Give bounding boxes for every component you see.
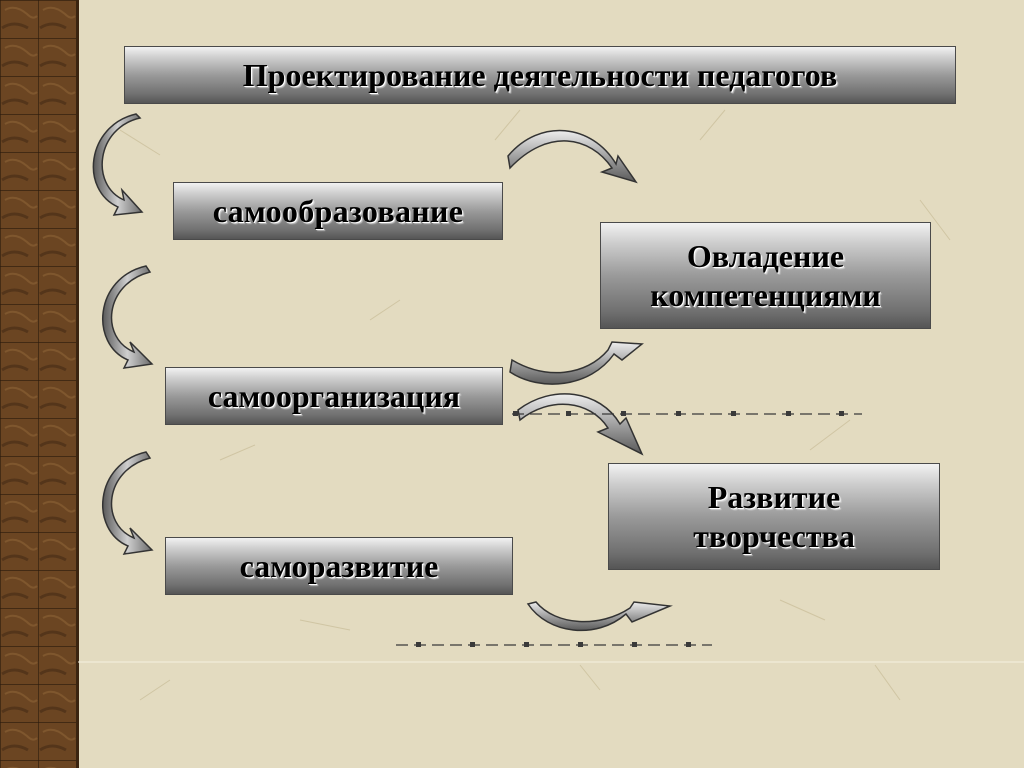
self-development-label: саморазвитие (239, 547, 439, 584)
curved-arrow-icon (517, 393, 644, 456)
curved-arrow-icon (102, 451, 154, 555)
self-education-box: самообразование (173, 182, 503, 240)
title-text: Проектирование деятельности педагогов (242, 56, 838, 93)
left-decorative-strip (0, 0, 78, 768)
curved-arrow-icon (92, 113, 144, 216)
creativity-box: Развитие творчества (608, 463, 940, 570)
creativity-label: Развитие творчества (693, 479, 855, 554)
title-box: Проектирование деятельности педагогов (124, 46, 956, 104)
curved-arrow-icon (509, 341, 644, 385)
dashed-divider (512, 411, 862, 416)
curved-arrow-icon (507, 129, 638, 184)
competencies-box: Овладение компетенциями (600, 222, 931, 329)
dashed-divider (396, 642, 712, 647)
self-education-label: самообразование (212, 192, 464, 229)
self-organization-box: самоорганизация (165, 367, 503, 425)
curved-arrow-icon (526, 601, 673, 632)
curved-arrow-icon (102, 265, 154, 369)
self-organization-label: самоорганизация (207, 377, 461, 414)
competencies-label: Овладение компетенциями (650, 238, 881, 313)
self-development-box: саморазвитие (165, 537, 513, 595)
